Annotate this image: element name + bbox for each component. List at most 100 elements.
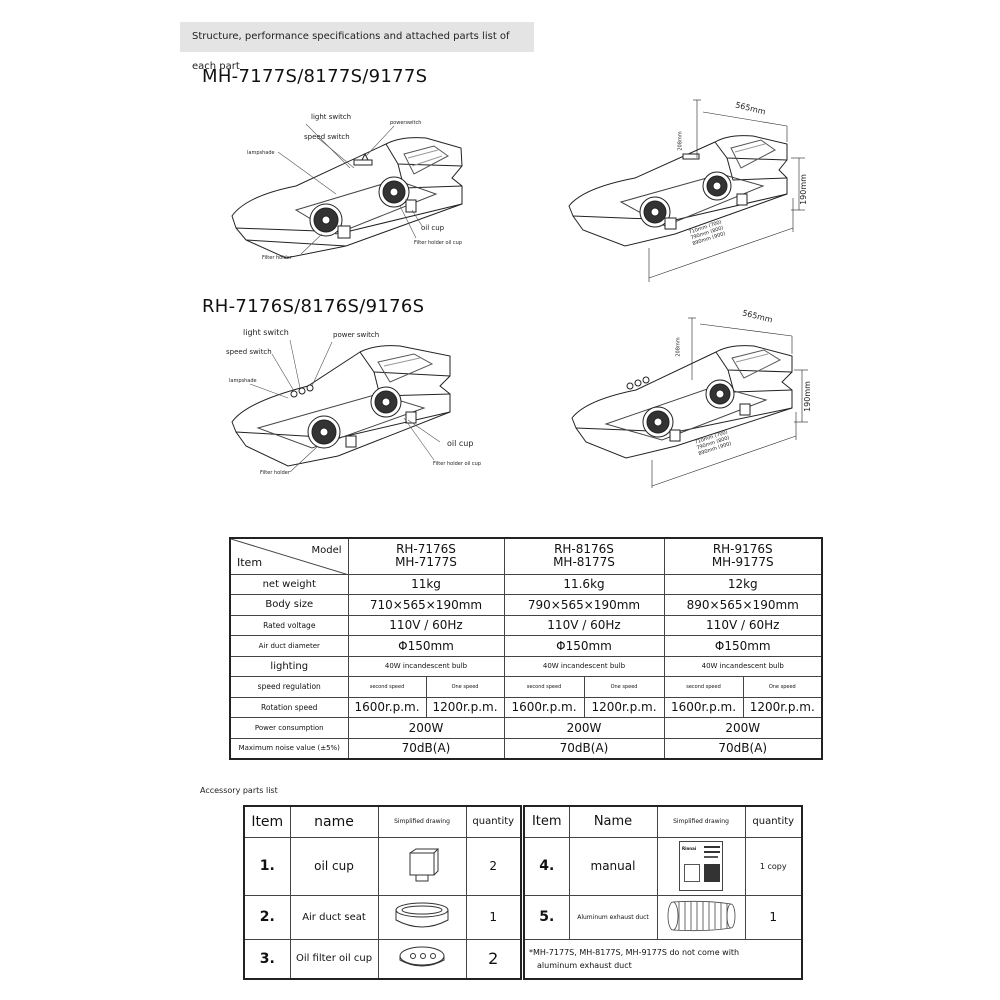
hood-drawing-mh-dimensions — [565, 98, 825, 288]
spec-value: 1600r.p.m. — [503, 696, 585, 718]
acc-num: 2. — [243, 894, 291, 940]
spec-value: Φ150mm — [663, 635, 823, 657]
manual-line-icon — [704, 856, 718, 858]
accessory-table-right: Item Name Simplified drawing quantity 4.… — [523, 805, 803, 980]
acc-qty: 1 — [744, 894, 803, 940]
acc-qty: 2 — [465, 938, 522, 980]
spec-value: 110V / 60Hz — [663, 614, 823, 636]
spec-row-rotation-speed: Rotation speed 1600r.p.m. 1200r.p.m. 160… — [229, 696, 823, 718]
acc-name: Aluminum exhaust duct — [568, 894, 658, 940]
model-2-line2: MH-8177S — [553, 555, 615, 570]
note-line-1: *MH-7177S, MH-8177S, MH-9177S do not com… — [529, 947, 740, 957]
accessory-header-right: Item Name Simplified drawing quantity — [523, 805, 803, 838]
spec-value: 1200r.p.m. — [742, 696, 823, 718]
model-2-line1: RH-8176S — [554, 542, 614, 557]
label-speed-switch-mh: speed switch — [304, 133, 350, 141]
spec-value: second speed — [503, 676, 585, 698]
acc-name: oil cup — [289, 836, 379, 896]
oil-filter-cup-drawing — [377, 938, 467, 980]
spec-label: Body size — [229, 594, 349, 616]
label-power-switch-mh: powerswitch — [390, 120, 422, 126]
label-oil-cup-mh: oil cup — [421, 224, 445, 232]
acc-header-name: Name — [568, 805, 658, 838]
spec-value: 40W incandescent bulb — [663, 655, 823, 677]
label-lampshade-rh: lampshade — [229, 378, 257, 384]
model-1-line2: MH-7177S — [395, 555, 457, 570]
spec-value: 40W incandescent bulb — [347, 655, 505, 677]
accessory-row: 4. manual Rinnai 1 copy — [523, 836, 803, 896]
manual-line-icon — [704, 851, 720, 853]
acc-name: Air duct seat — [289, 894, 379, 940]
label-light-switch-mh: light switch — [311, 113, 352, 121]
acc-header-item: Item — [243, 805, 291, 838]
manual-line-icon — [704, 846, 720, 848]
spec-value: One speed — [425, 676, 505, 698]
spec-corner-cell: Model Item — [229, 537, 349, 575]
accessory-title: Accessory parts list — [200, 786, 278, 795]
acc-header-name: name — [289, 805, 379, 838]
acc-header-drawing: Simplified drawing — [656, 805, 746, 838]
dim-height-front-rh: 208mm — [675, 337, 682, 357]
accessory-note: *MH-7177S, MH-8177S, MH-9177S do not com… — [523, 938, 803, 980]
exhaust-duct-drawing — [656, 894, 746, 940]
note-line-2: aluminum exhaust duct — [537, 960, 632, 970]
spec-value: 1200r.p.m. — [583, 696, 665, 718]
acc-header-item: Item — [523, 805, 570, 838]
spec-value: 40W incandescent bulb — [503, 655, 665, 677]
spec-value: 70dB(A) — [503, 737, 665, 759]
label-lampshade-mh: lampshade — [247, 150, 275, 156]
spec-value: 11.6kg — [503, 573, 665, 595]
acc-num: 4. — [523, 836, 570, 896]
label-light-switch-rh: light switch — [243, 328, 289, 337]
spec-value: 11kg — [347, 573, 505, 595]
manual-thumbnail: Rinnai — [679, 841, 723, 891]
spec-label: Air duct diameter — [229, 635, 349, 657]
spec-value: 200W — [663, 717, 823, 739]
spec-value: second speed — [663, 676, 744, 698]
spec-value: Φ150mm — [503, 635, 665, 657]
oil-cup-drawing — [377, 836, 467, 896]
spec-value: 70dB(A) — [663, 737, 823, 759]
dim-height-side-rh: 190mm — [802, 381, 812, 412]
spec-label: Rated voltage — [229, 614, 349, 636]
label-filter-holder-oil-cup-rh: Filter holder oil cup — [433, 461, 482, 467]
spec-value: 12kg — [663, 573, 823, 595]
spec-row-speed-regulation: speed regulation second speed One speed … — [229, 676, 823, 698]
acc-header-drawing: Simplified drawing — [377, 805, 467, 838]
label-filter-holder-oil-cup-mh: Filter holder oil cup — [414, 240, 463, 246]
acc-qty: 1 — [465, 894, 522, 940]
hood-drawing-rh-dimensions — [566, 300, 826, 490]
air-duct-seat-drawing — [377, 894, 467, 940]
label-filter-holder-rh: Filter holder — [260, 470, 290, 476]
acc-name: Oil filter oil cup — [289, 938, 379, 980]
spec-row-lighting: lighting 40W incandescent bulb 40W incan… — [229, 655, 823, 677]
dim-height-side-mh: 190mm — [798, 174, 808, 205]
accessory-table-left: Item name Simplified drawing quantity 1.… — [243, 805, 522, 980]
spec-value: 200W — [347, 717, 505, 739]
accessory-row: 2. Air duct seat 1 — [243, 894, 522, 940]
label-oil-cup-rh: oil cup — [447, 439, 474, 448]
dim-height-front-mh: 208mm — [677, 131, 684, 151]
hood-drawing-mh-labeled — [226, 108, 476, 268]
spec-value: 110V / 60Hz — [347, 614, 505, 636]
spec-value: 1600r.p.m. — [663, 696, 744, 718]
spec-value: Φ150mm — [347, 635, 505, 657]
acc-num: 1. — [243, 836, 291, 896]
spec-row-air-duct: Air duct diameter Φ150mm Φ150mm Φ150mm — [229, 635, 823, 657]
acc-qty: 1 copy — [744, 836, 803, 896]
manual-block-icon — [704, 864, 720, 882]
spec-value: 790×565×190mm — [503, 594, 665, 616]
spec-value: 890×565×190mm — [663, 594, 823, 616]
spec-row-body-size: Body size 710×565×190mm 790×565×190mm 89… — [229, 594, 823, 616]
spec-label: Power consumption — [229, 717, 349, 739]
spec-value: 710×565×190mm — [347, 594, 505, 616]
accessory-row: 1. oil cup 2 — [243, 836, 522, 896]
spec-corner-model: Model — [311, 545, 342, 556]
manual-brand: Rinnai — [682, 846, 697, 851]
spec-corner-item: Item — [237, 555, 263, 569]
spec-value: 200W — [503, 717, 665, 739]
